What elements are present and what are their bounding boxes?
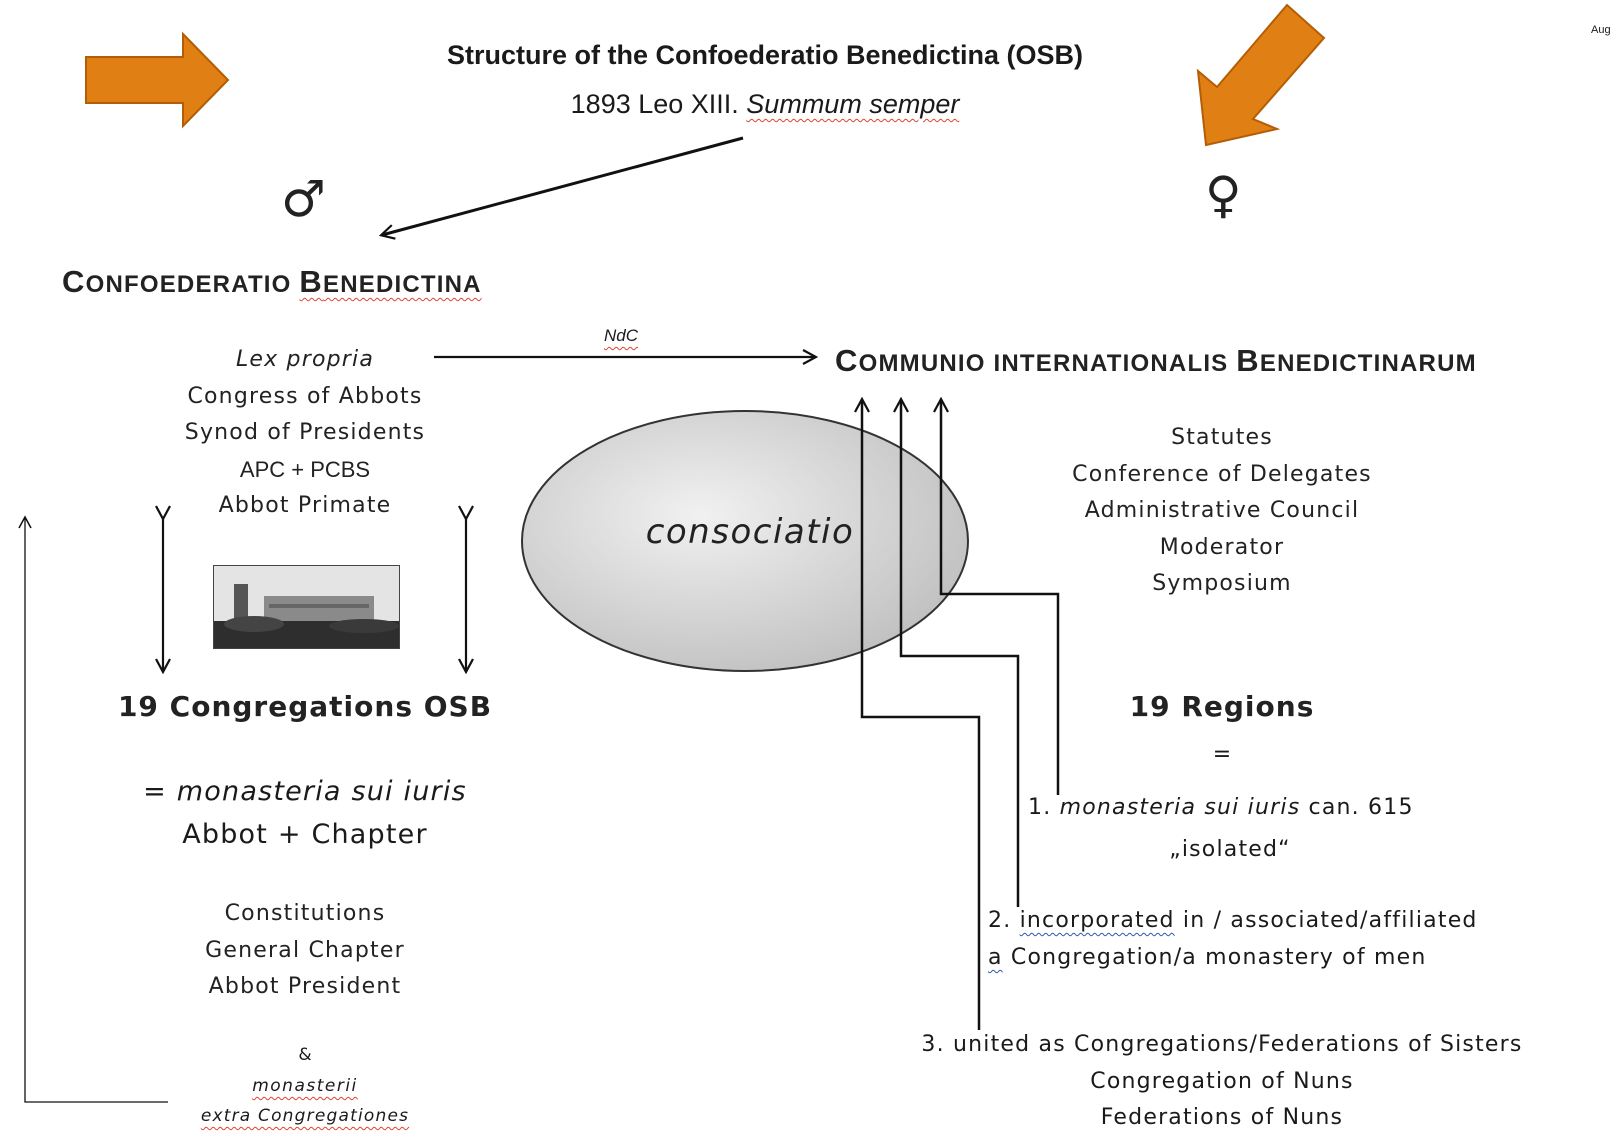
item-number: 2. [988,908,1020,933]
organ-item: General Chapter [205,937,405,963]
right-pointing-orange-arrow-icon [85,31,230,129]
page-title: Structure of the Confoederatio Benedicti… [446,40,1084,70]
heading-rest: ENEDICTINA [323,271,482,298]
heading-cap: C [62,264,86,299]
corner-text: Aug [1591,24,1611,36]
organ-item: Abbot President [208,974,402,999]
region-item-1: 1. monasteria sui iuris can. 615 [1028,795,1414,820]
regions-equals: = [1212,742,1232,767]
region-item-1-note: „isolated“ [1169,837,1291,862]
congregation-organs: Constitutions General Chapter Abbot Pres… [155,896,455,1006]
definition-line: = monasteria sui iuris [105,776,505,807]
communio-organs: Statutes Conference of Delegates Adminis… [1022,420,1422,603]
extra-text: extra Congregationes [200,1106,410,1126]
item-word: a [988,945,1003,970]
organ-item: Symposium [1152,571,1292,596]
ndc-label: NdC [604,326,638,346]
definition-prefix: = [143,776,177,807]
region-item-2: 2. incorporated in / associated/affiliat… [988,908,1478,933]
confoederatio-organs: Lex propria Congress of Abbots Synod of … [155,342,455,525]
heading-rest: ENEDICTINARUM [1259,350,1477,377]
down-left-orange-arrow-icon [1196,3,1326,147]
region-item-3-line2: Congregation of Nuns [1090,1069,1354,1094]
subtitle-prefix: 1893 Leo XIII. [570,89,747,119]
item-word: incorporated [1019,908,1175,933]
organ-item: Administrative Council [1084,498,1360,523]
ampersand: & [298,1045,312,1065]
organ-item: Congress of Abbots [187,383,423,409]
abbot-chapter: Abbot + Chapter [182,819,428,850]
item-number: 1. [1028,795,1060,820]
abbey-photo [213,565,400,649]
monasterii-label: monasterii [205,1076,405,1096]
extra-congregationes-label: extra Congregationes [155,1106,455,1126]
organ-item: Moderator [1159,534,1285,560]
heading-cap: B [299,264,324,299]
regions-heading: 19 Regions [1129,690,1315,723]
heading-cap: B [1236,343,1260,378]
organ-item: Abbot Primate [218,493,392,518]
female-symbol-icon: ♀ [1205,166,1242,224]
organ-item: Conference of Delegates [1072,461,1372,487]
item-rest: can. 615 [1300,795,1414,820]
region-item-3-line3: Federations of Nuns [1100,1105,1344,1130]
page-subtitle: 1893 Leo XIII. Summum semper [300,89,1230,120]
item-rest: in / associated/affiliated [1174,908,1478,933]
item-italic: monasteria sui iuris [1059,795,1301,820]
congregations-heading: 19 Congregations OSB [117,690,493,723]
consociatio-label: consociatio [645,512,855,552]
subtitle-italic: Summum semper [746,89,960,119]
ndc-text: NdC [604,326,639,345]
heading-rest: ONFOEDERATIO [85,271,300,298]
organ-item: Lex propria [235,347,375,372]
item-rest: Congregation/a monastery of men [1002,945,1427,970]
connector-item2 [901,400,1020,907]
confoederatio-heading: CONFOEDERATIO BENEDICTINA [62,264,482,300]
consociatio-ellipse [521,410,969,672]
definition-italic: monasteria sui iuris [176,776,467,807]
organ-item: APC + PCBS [239,456,371,482]
connector-item3 [862,400,981,1030]
organ-item: Statutes [1171,425,1273,450]
monasterii-text: monasterii [252,1076,358,1096]
communio-heading: COMMUNIO INTERNATIONALIS BENEDICTINARUM [835,343,1477,379]
heading-cap: C [835,343,859,378]
region-item-3: 3. united as Congregations/Federations o… [921,1032,1523,1057]
organ-item: Synod of Presidents [184,420,426,445]
region-item-2-line2: a Congregation/a monastery of men [988,945,1427,970]
connector-item1 [941,400,1060,795]
organ-item: Constitutions [224,901,386,926]
extra-congregationes-arrow [18,515,168,1103]
heading-rest: OMMUNIO INTERNATIONALIS [858,350,1237,377]
male-symbol-icon: ♂ [281,170,326,228]
summum-semper-arrow [382,136,744,235]
